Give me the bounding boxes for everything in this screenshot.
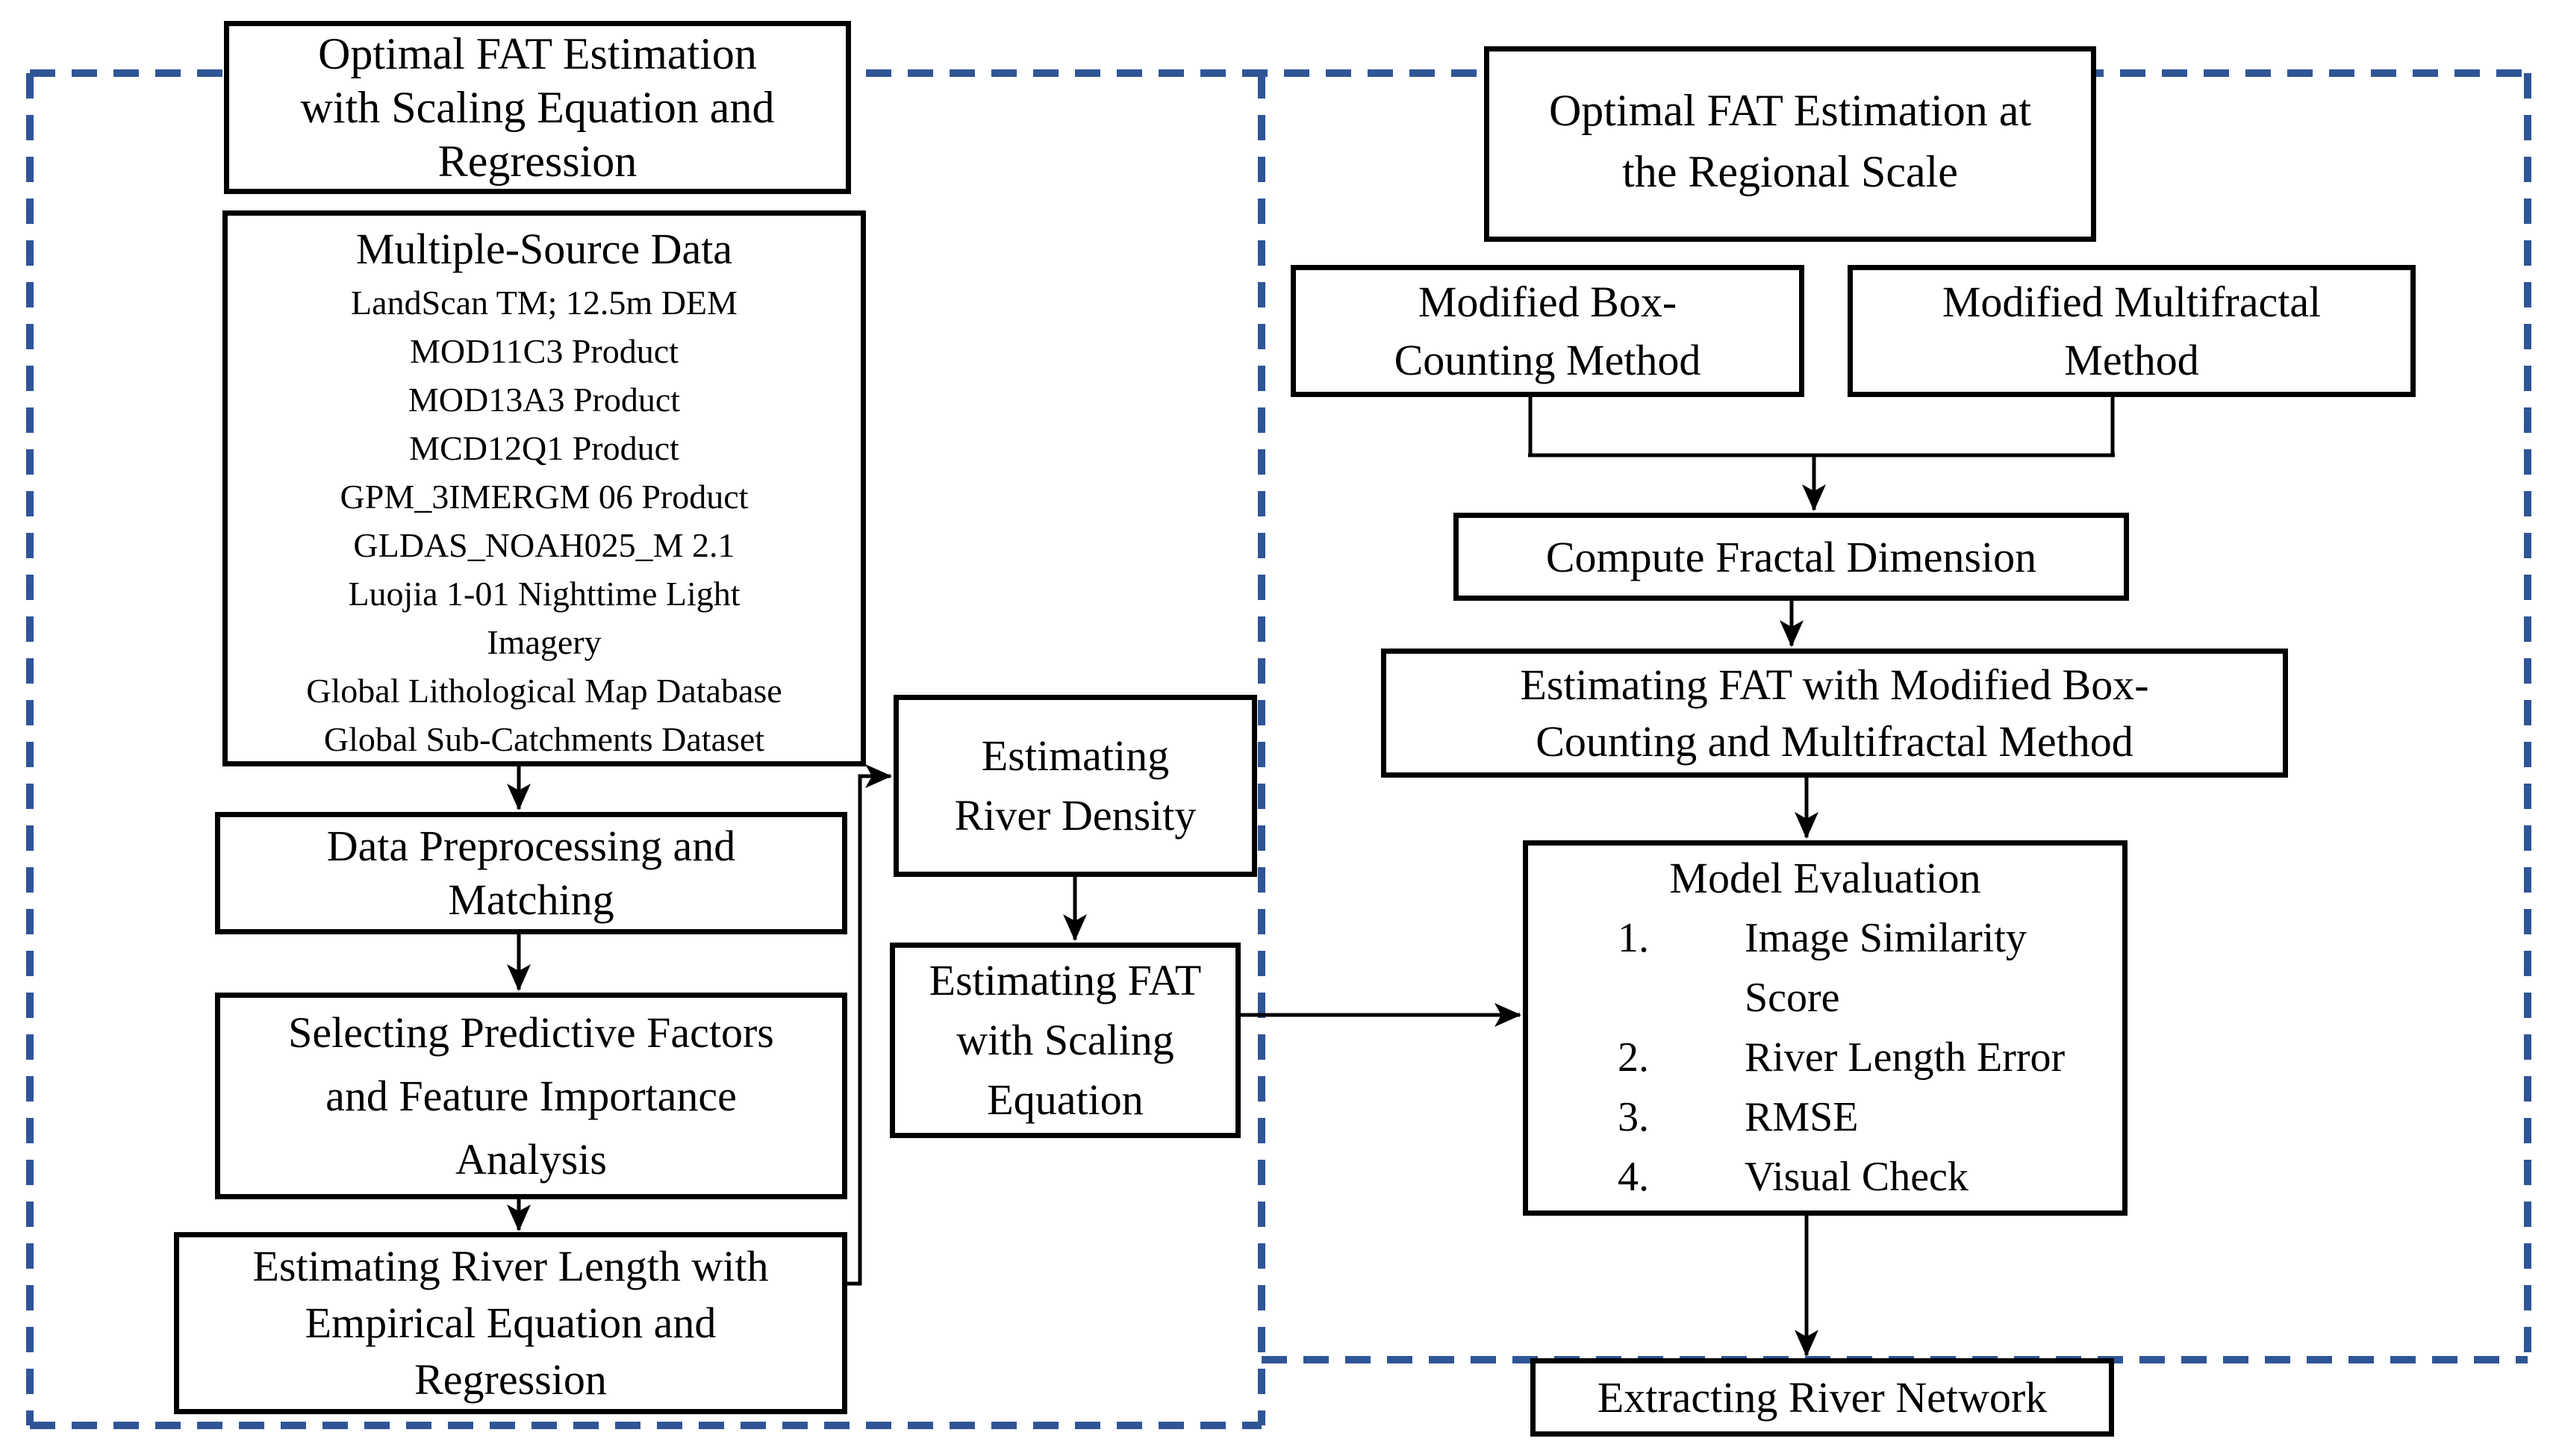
list-item-number: 4. xyxy=(1618,1154,1649,1200)
text-line: Optimal FAT Estimation at xyxy=(1548,86,2032,135)
list-item-number: 3. xyxy=(1618,1094,1649,1140)
text-line: Data Preprocessing and xyxy=(326,822,736,870)
text-line: Empirical Equation and xyxy=(305,1299,717,1347)
text-line: the Regional Scale xyxy=(1622,147,1958,196)
text-line: Estimating FAT with Modified Box- xyxy=(1520,660,2149,709)
box-left-section-title: Optimal FAT Estimation with Scaling Equat… xyxy=(224,21,851,194)
text-line: MOD13A3 Product xyxy=(408,381,681,419)
text-line: Modified Box- xyxy=(1418,277,1677,326)
box-right-section-title: Optimal FAT Estimation at the Regional Sc… xyxy=(1484,46,2096,242)
text-line: MCD12Q1 Product xyxy=(409,429,679,467)
text-line: with Scaling xyxy=(956,1016,1174,1064)
text-line: GPM_3IMERGM 06 Product xyxy=(340,478,749,516)
box-estimating-fat-modified-methods: Estimating FAT with Modified Box- Countin… xyxy=(1381,649,2288,778)
text-line: and Feature Importance xyxy=(325,1072,737,1120)
box-modified-box-counting-method: Modified Box- Counting Method xyxy=(1291,265,1804,397)
text-line: Optimal FAT Estimation xyxy=(318,29,757,78)
text-line: River Density xyxy=(954,791,1197,840)
text-line: Counting Method xyxy=(1394,335,1701,384)
list-item-number: 1. xyxy=(1618,915,1649,961)
text-line: Selecting Predictive Factors xyxy=(288,1008,774,1057)
text-line: Compute Fractal Dimension xyxy=(1545,532,2037,581)
text-line: Regression xyxy=(437,137,638,186)
list-item-number: 2. xyxy=(1618,1034,1649,1081)
text-line: Equation xyxy=(987,1075,1144,1124)
text-line: LandScan TM; 12.5m DEM xyxy=(351,284,738,322)
text-line: Matching xyxy=(448,875,614,924)
box-selecting-predictive-factors: Selecting Predictive Factors and Feature … xyxy=(215,993,847,1199)
list-item-text: River Length Error xyxy=(1745,1034,2066,1081)
text-line: Estimating xyxy=(981,731,1170,780)
text-line: Global Sub-Catchments Dataset xyxy=(323,720,765,758)
model-evaluation-item: 4. Visual Check xyxy=(1528,1147,2122,1207)
list-item-text: Visual Check xyxy=(1745,1154,1969,1200)
text-line: Luojia 1-01 Nighttime Light xyxy=(348,575,741,613)
list-item-text: Image Similarity Score xyxy=(1745,915,2027,1021)
text-line: Extracting River Network xyxy=(1597,1373,2048,1422)
text-line: Modified Multifractal xyxy=(1942,277,2322,326)
box-extracting-river-network: Extracting River Network xyxy=(1530,1358,2114,1437)
text-line: GLDAS_NOAH025_M 2.1 xyxy=(353,526,735,564)
box-multiple-source-data: Multiple-Source Data LandScan TM; 12.5m … xyxy=(222,210,866,766)
multiple-source-data-heading: Multiple-Source Data xyxy=(355,225,733,273)
box-model-evaluation: Model Evaluation 1. Image Similarity Sco… xyxy=(1523,840,2128,1216)
text-line: Regression xyxy=(414,1355,607,1404)
text-line: Global Lithological Map Database xyxy=(306,672,782,710)
text-line: with Scaling Equation and xyxy=(300,83,775,132)
text-line: Method xyxy=(2064,335,2199,384)
list-item-text: RMSE xyxy=(1745,1094,1859,1140)
text-line: MOD11C3 Product xyxy=(410,332,679,370)
model-evaluation-item: 3. RMSE xyxy=(1528,1087,2122,1147)
text-line: Imagery xyxy=(487,623,602,661)
text-line: Estimating FAT xyxy=(929,956,1202,1004)
text-line: Analysis xyxy=(455,1135,607,1184)
text-line: Counting and Multifractal Method xyxy=(1536,716,2133,766)
box-compute-fractal-dimension: Compute Fractal Dimension xyxy=(1453,513,2129,601)
text-line: Estimating River Length with xyxy=(252,1242,769,1290)
model-evaluation-item: 2. River Length Error xyxy=(1528,1028,2122,1087)
model-evaluation-item: 1. Image Similarity Score xyxy=(1528,908,2122,1028)
model-evaluation-heading: Model Evaluation xyxy=(1669,854,1981,902)
